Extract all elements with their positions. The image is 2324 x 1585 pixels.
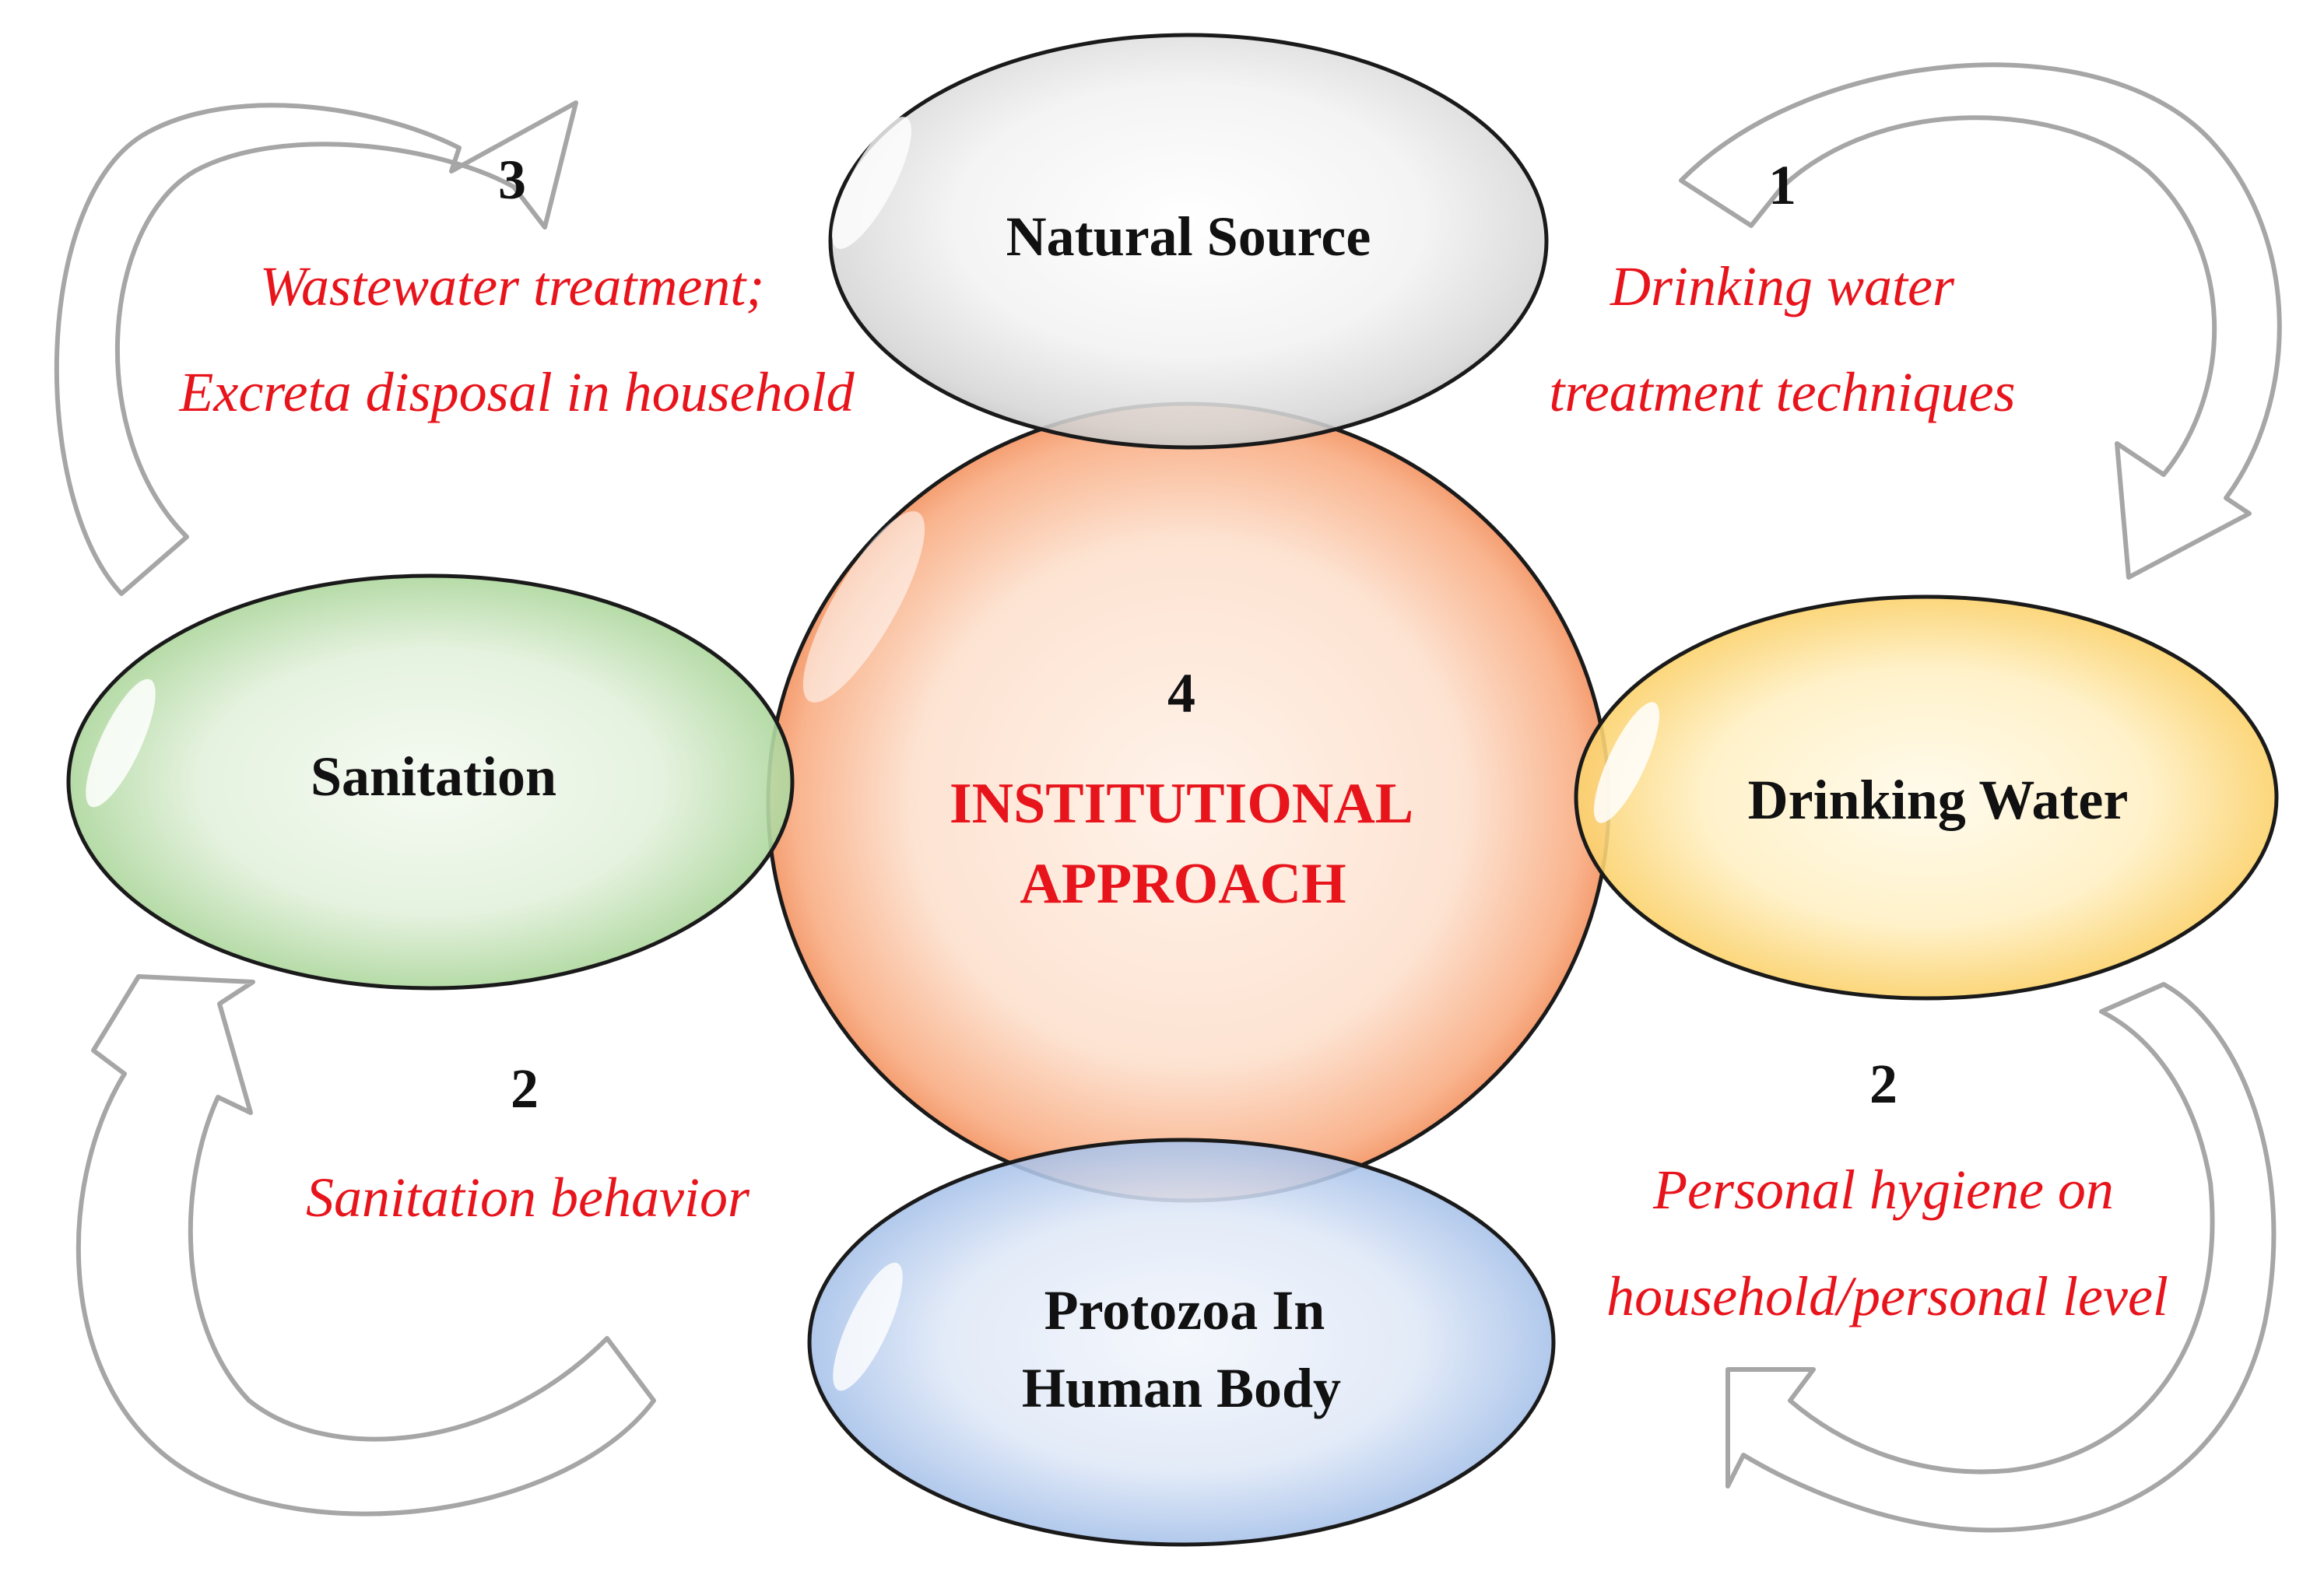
gloss-highlight [802, 511, 925, 703]
sanitation-label: Sanitation [311, 745, 556, 808]
gloss-highlight [832, 117, 911, 249]
drinking-water-node [1574, 594, 2279, 1001]
protozoa-node [807, 1138, 1556, 1547]
step-text-bottom-left-line1: Sanitation behavior [306, 1166, 750, 1229]
gloss-highlight [833, 1262, 903, 1391]
institutional-label-line1: INSTITUTIONAL [950, 772, 1413, 836]
step-text-top-right-line1: Drinking water [1610, 255, 1955, 317]
protozoa-label-line2: Human Body [1022, 1357, 1341, 1419]
gloss-highlight [1594, 702, 1659, 823]
arrow-bottom-right [1725, 982, 2277, 1533]
natural-source-label: Natural Source [1006, 205, 1371, 268]
institutional-label-line2: APPROACH [1020, 852, 1346, 916]
arrow-top-right [1679, 62, 2282, 580]
step-number-bottom-left: 2 [511, 1057, 539, 1120]
protozoa-label-line1: Protozoa In [1044, 1279, 1325, 1341]
drinking-water-label: Drinking Water [1748, 769, 2129, 831]
sanitation-ellipse [66, 573, 795, 991]
arrow-bottom-left [75, 974, 656, 1517]
step-text-top-right-line2: treatment techniques [1549, 361, 2015, 423]
protozoa-ellipse [807, 1138, 1556, 1547]
institutional-number: 4 [1167, 662, 1195, 724]
step-text-bottom-right-line2: household/personal level [1606, 1265, 2168, 1327]
step-text-top-left-line1: Wastewater treatment; [260, 255, 765, 317]
natural-source-ellipse [828, 33, 1549, 450]
sanitation-node [66, 573, 795, 991]
step-number-top-left: 3 [498, 149, 526, 211]
step-text-top-left-line2: Excreta disposal in household [178, 361, 855, 423]
cycle-arrows [54, 62, 2282, 1533]
step-number-top-right: 1 [1768, 154, 1796, 216]
step-number-bottom-right: 2 [1869, 1053, 1897, 1115]
arrow-top-left [54, 100, 578, 596]
natural-source-node [828, 33, 1549, 450]
step-text-bottom-right-line1: Personal hygiene on [1652, 1159, 2114, 1221]
drinking-water-ellipse [1574, 594, 2279, 1001]
gloss-highlight [86, 679, 156, 808]
